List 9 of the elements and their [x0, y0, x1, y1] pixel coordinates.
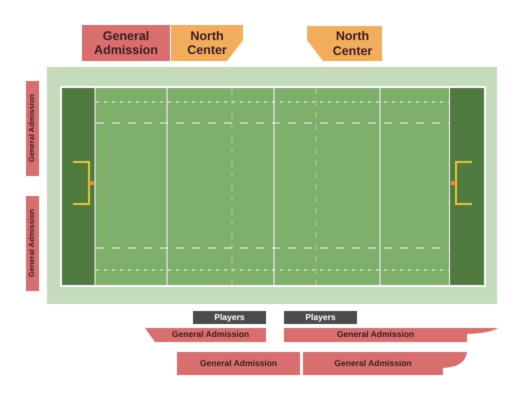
seating-section: General Admission — [82, 25, 170, 61]
seating-section: North Center — [307, 26, 382, 61]
players-section: Players — [193, 311, 266, 324]
seating-section: General Admission — [303, 352, 467, 375]
seating-section: General Admission — [284, 328, 498, 342]
players-section: Players — [284, 311, 357, 324]
seating-section: General Admission — [145, 328, 266, 342]
seating-section: North Center — [171, 25, 243, 61]
seating-section: General Admission — [177, 352, 300, 375]
